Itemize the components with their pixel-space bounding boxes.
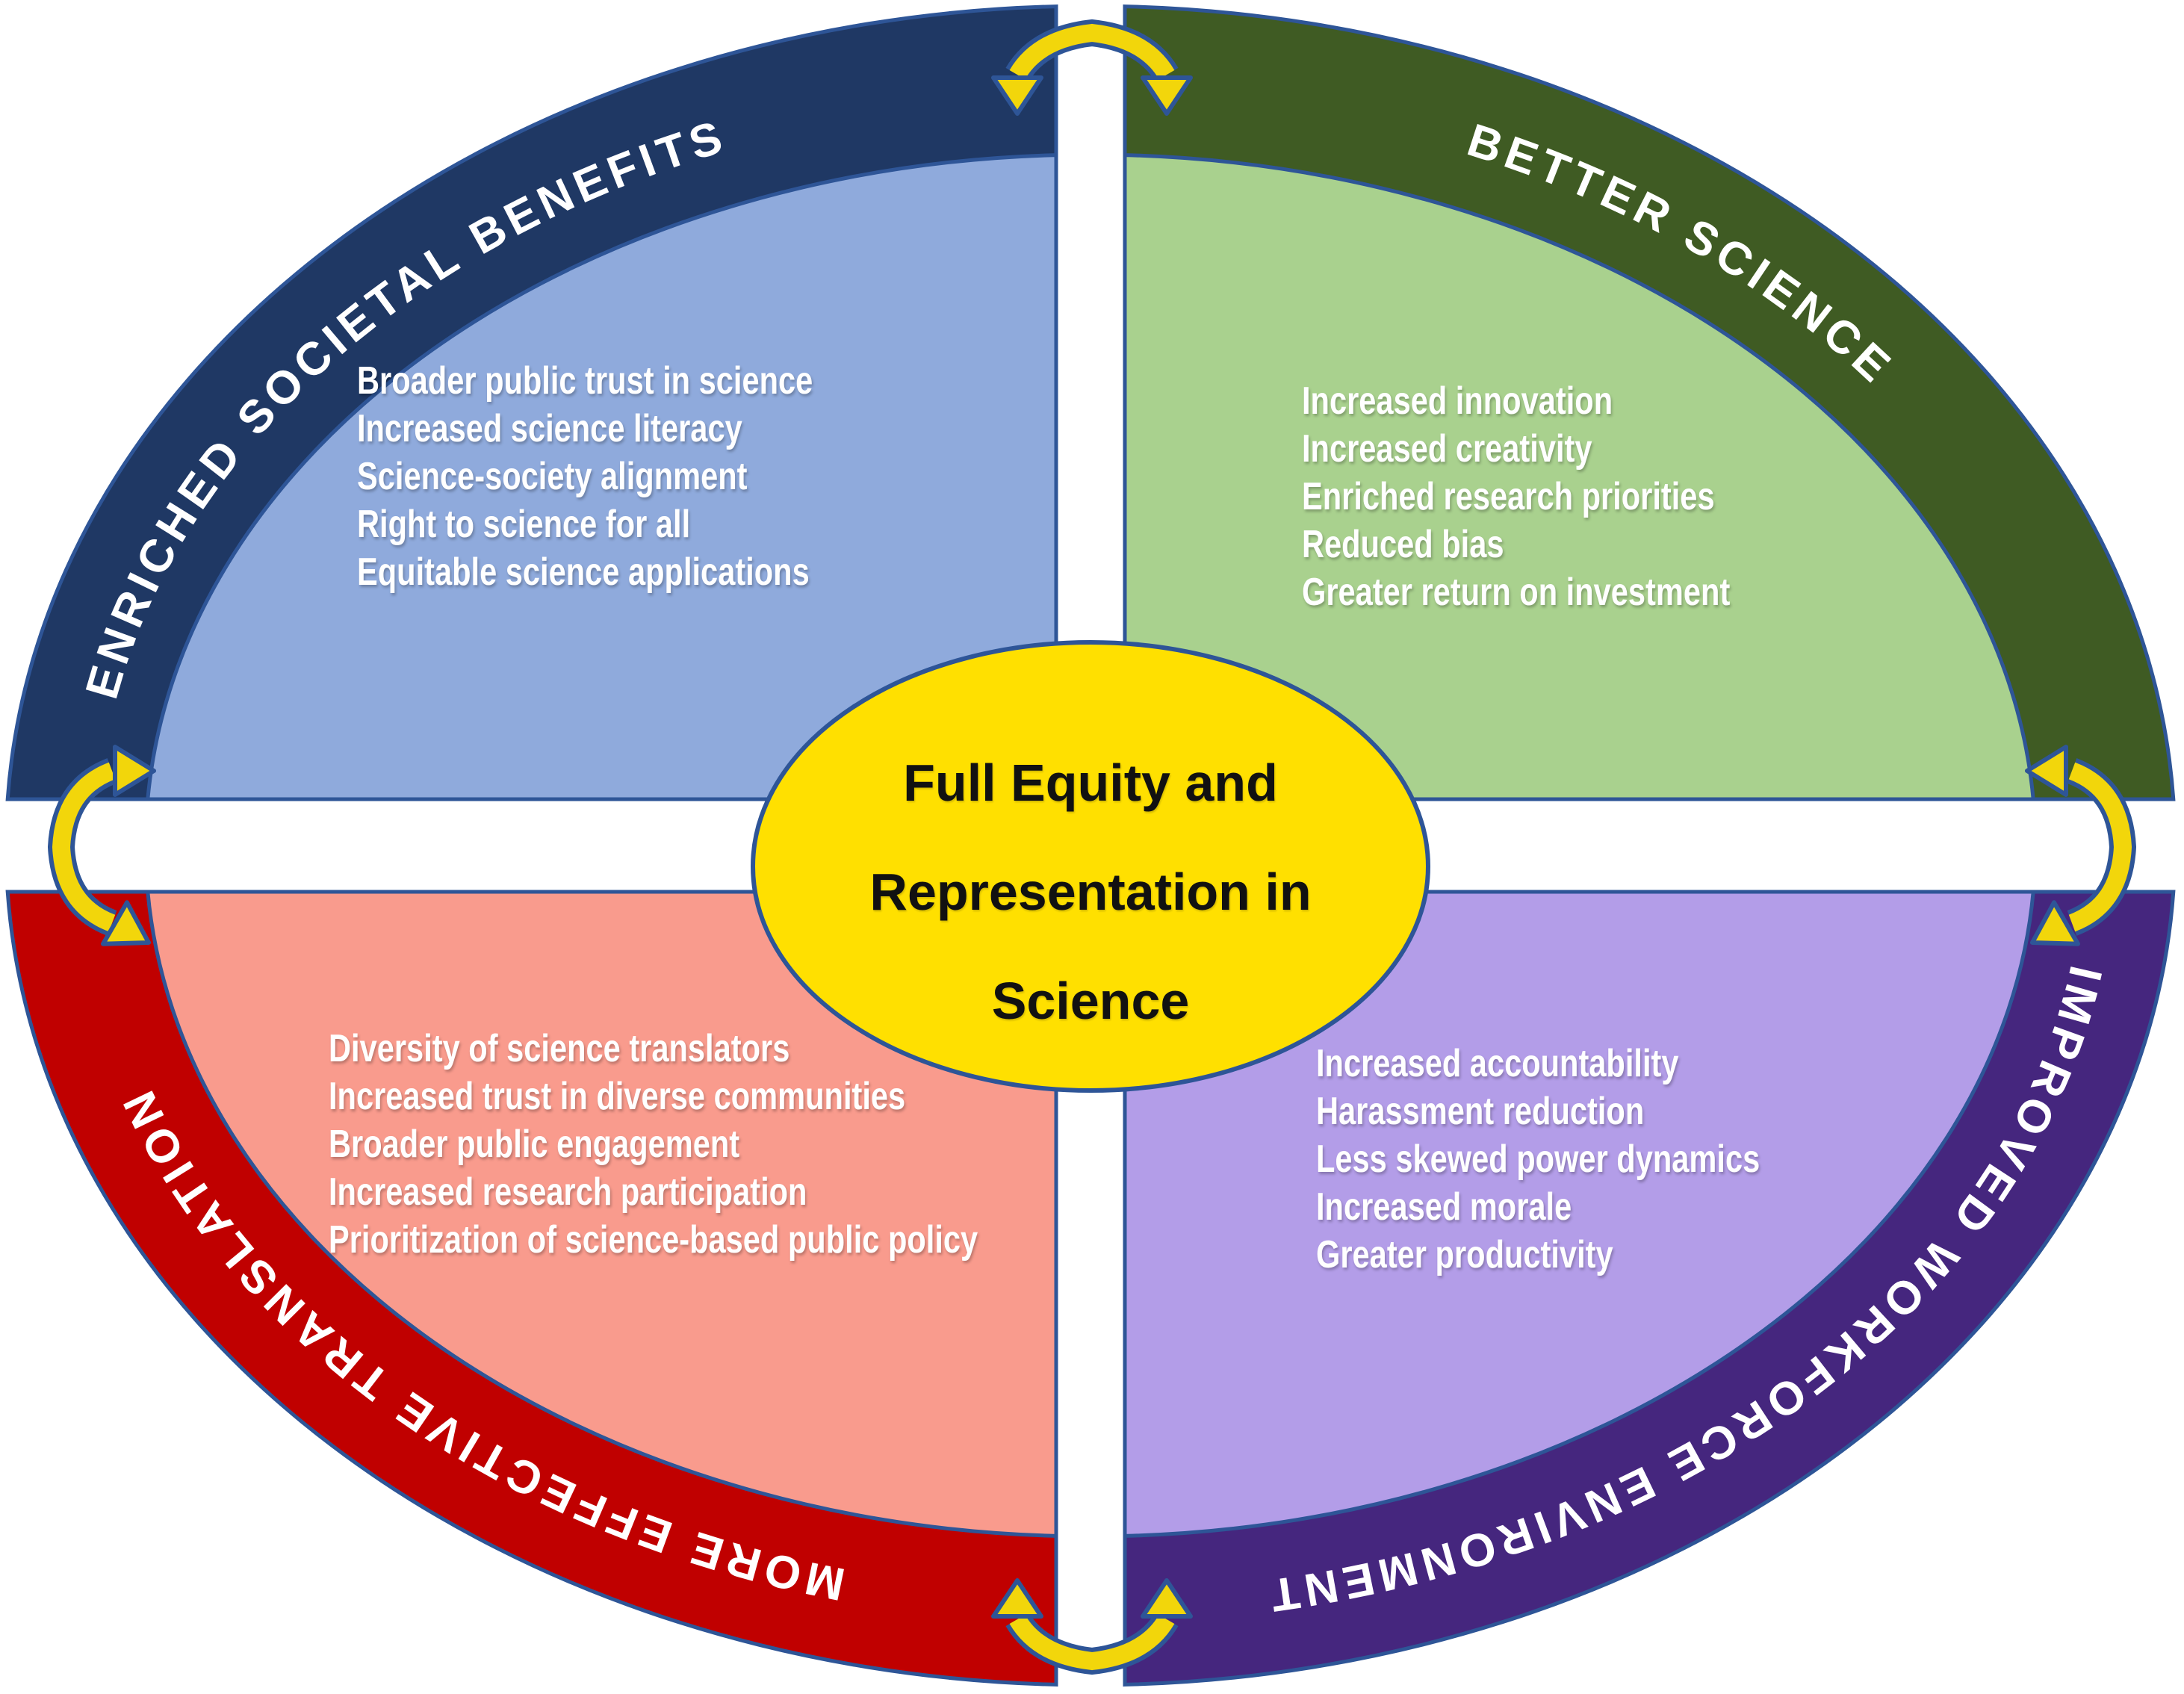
list-item: Increased morale: [1316, 1185, 1572, 1229]
arrow-head-right-bottom-icon: [101, 900, 152, 946]
list-item: Increased innovation: [1302, 379, 1613, 423]
fill-improved-workforce-environment: [1123, 890, 2035, 1538]
fill-more-effective-translation: [146, 890, 1058, 1538]
list-item: Equitable science applications: [357, 550, 810, 594]
arrow-head-up-left-icon: [991, 1578, 1043, 1619]
arrow-tail: [1009, 23, 1175, 80]
arrow-head-up-right-icon: [1141, 1578, 1193, 1619]
list-item: Right to science for all: [357, 503, 691, 546]
list-item: Increased research participation: [329, 1170, 807, 1214]
list-item: Prioritization of science-based public p…: [329, 1218, 978, 1262]
center-title-line: Representation in: [869, 863, 1312, 921]
exchange-arrows-right-icon: [2025, 745, 2137, 946]
list-item: Enriched research priorities: [1302, 475, 1715, 518]
center-title: Full Equity and Representation in Scienc…: [754, 728, 1427, 1055]
list-item: Less skewed power dynamics: [1316, 1138, 1760, 1181]
list-item: Reduced bias: [1302, 523, 1504, 566]
fill-enriched-societal-benefits: [146, 153, 1058, 801]
exchange-arrows-left-icon: [47, 745, 156, 946]
list-item: Increased science literacy: [357, 407, 742, 450]
center-title-line: Full Equity and: [903, 754, 1278, 812]
fill-better-science: [1123, 153, 2035, 801]
arrow-tail: [2068, 762, 2132, 932]
arrow-tail: [1009, 1614, 1175, 1671]
arrow-tail: [52, 762, 116, 932]
arrow-head-left-bottom-icon: [2029, 900, 2080, 946]
list-item: Increased trust in diverse communities: [329, 1075, 906, 1118]
arrow-head-down-right-icon: [1141, 75, 1193, 116]
center-title-line: Science: [991, 972, 1190, 1030]
list-better-science: Increased innovation Increased creativit…: [1302, 377, 1730, 616]
list-item: Greater productivity: [1316, 1233, 1613, 1276]
arrow-head-right-top-icon: [113, 745, 156, 797]
list-item: Greater return on investment: [1302, 571, 1731, 614]
list-improved-workforce-environment: Increased accountability Harassment redu…: [1316, 1040, 1760, 1279]
list-item: Broader public engagement: [329, 1123, 740, 1166]
list-item: Harassment reduction: [1316, 1090, 1645, 1133]
list-item: Diversity of science translators: [329, 1027, 790, 1070]
arrow-head-left-top-icon: [2025, 745, 2068, 797]
center-ellipse: [751, 640, 1430, 1093]
list-item: Science-society alignment: [357, 455, 748, 498]
list-item: Broader public trust in science: [357, 359, 813, 403]
list-item: Increased creativity: [1302, 427, 1592, 471]
exchange-arrows-bottom-icon: [991, 1578, 1193, 1675]
list-enriched-societal-benefits: Broader public trust in science Increase…: [357, 357, 813, 596]
list-item: Increased accountability: [1316, 1042, 1679, 1085]
arrow-head-down-left-icon: [991, 75, 1043, 116]
exchange-arrows-top-icon: [991, 19, 1193, 116]
list-more-effective-translation: Diversity of science translators Increas…: [329, 1025, 978, 1264]
